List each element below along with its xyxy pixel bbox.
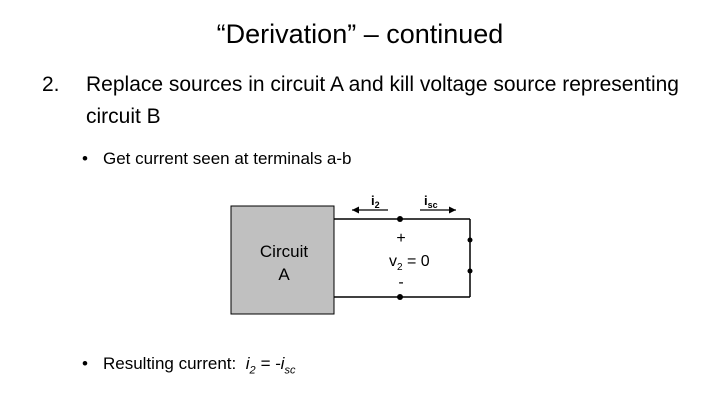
eq-i2-sub: 2 xyxy=(249,364,256,377)
eq-mid: = - xyxy=(255,354,281,373)
circuit-a-label-line2: A xyxy=(278,265,290,284)
item-number: 2. xyxy=(42,73,60,96)
slide-title: “Derivation” – continued xyxy=(216,19,504,49)
short-node-upper xyxy=(467,237,473,243)
v2-equals-zero: v2 = 0 xyxy=(389,253,430,273)
plus-sign: + xyxy=(396,230,405,247)
i2-label: i2 xyxy=(371,193,380,210)
terminal-node-bottom xyxy=(397,294,403,300)
bullet-marker: • xyxy=(82,149,88,168)
minus-sign: - xyxy=(398,274,403,291)
terminal-node-top xyxy=(397,216,403,222)
current-equation: i2 = -isc xyxy=(241,354,296,377)
isc-label: isc xyxy=(424,193,438,210)
eq-i2-base: i xyxy=(245,354,250,373)
short-node-lower xyxy=(467,268,473,274)
bullet-marker: • xyxy=(82,354,88,373)
item-text: Replace sources in circuit A and kill vo… xyxy=(86,73,679,128)
circuit-a-label-line1: Circuit xyxy=(260,242,308,261)
bullet-text: Get current seen at terminals a-b xyxy=(103,149,352,168)
eq-isc-sub: sc xyxy=(284,364,296,377)
eq-isc-base: i xyxy=(280,354,285,373)
bullet-text: Resulting current: i2 = -isc xyxy=(103,352,295,382)
bullet-prefix: Resulting current: xyxy=(103,354,237,373)
circuit-a-block xyxy=(230,205,335,315)
